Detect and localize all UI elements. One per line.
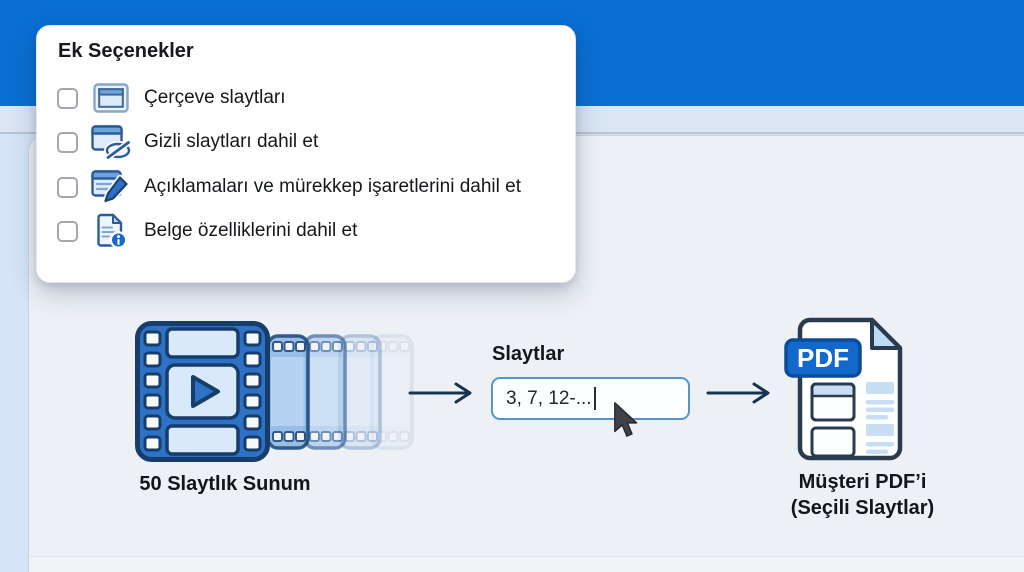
popup-title: Ek Seçenekler [58,40,194,62]
text-caret [593,387,596,410]
option-row-doc-properties[interactable]: Belge özelliklerini dahil et [57,213,357,249]
option-label: Gizli slaytları dahil et [144,131,319,152]
slides-range-input[interactable]: 3, 7, 12-... [491,377,690,420]
hidden-slides-icon [91,125,131,159]
option-row-annotations[interactable]: Açıklamaları ve mürekkep işaretlerini da… [57,169,521,205]
pdf-badge-label: PDF [797,343,849,373]
option-row-hidden-slides[interactable]: Gizli slaytları dahil et [57,124,318,160]
source-presentation-label: 50 Slaytlık Sunum [139,473,311,495]
presentation-filmstrip-icon [135,321,415,463]
checkbox-hidden-slides[interactable] [57,131,78,153]
output-pdf-label-line1: Müşteri PDF’i [798,471,927,493]
mouse-cursor-icon [612,401,640,441]
option-label: Açıklamaları ve mürekkep işaretlerini da… [144,176,521,197]
pdf-document-icon: PDF [778,316,913,466]
checkbox-frame-slides[interactable] [57,87,78,109]
flow-arrow-icon [408,381,482,405]
flow-arrow-icon [706,381,780,405]
slides-input-value: 3, 7, 12-... [506,387,592,409]
bottom-strip [29,556,1024,572]
option-row-frame-slides[interactable]: Çerçeve slaytları [57,80,286,116]
extra-options-popup: Ek Seçenekler Çerçeve slaytları [36,25,576,283]
output-pdf-label-line2: (Seçili Slaytlar) [790,497,935,519]
annotations-ink-icon [91,170,131,204]
output-pdf-label: Müşteri PDF’i (Seçili Slaytlar) [755,469,970,521]
option-label: Çerçeve slaytları [144,87,286,108]
frame-slides-icon [91,83,131,113]
slides-field-label: Slaytlar [492,343,565,365]
option-label: Belge özelliklerini dahil et [144,220,358,241]
checkbox-doc-properties[interactable] [57,220,78,242]
document-properties-icon [91,213,131,249]
checkbox-annotations[interactable] [57,176,78,198]
